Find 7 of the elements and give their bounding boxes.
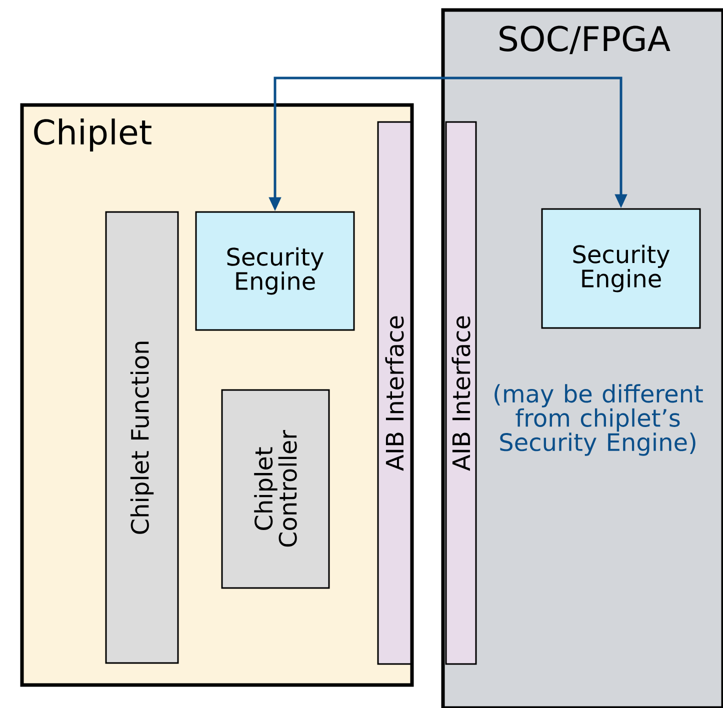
vertical-box: AIB Interface (377, 121, 412, 665)
process-box: Security Engine (541, 208, 701, 329)
process-box: Security Engine (195, 211, 355, 331)
note-text: (may be different from chiplet’s Security Engine) (494, 384, 703, 456)
vertical-box: AIB Interface (445, 121, 477, 665)
vertical-box: Chiplet Function (105, 211, 179, 664)
vertical-box: Chiplet Controller (221, 389, 330, 589)
